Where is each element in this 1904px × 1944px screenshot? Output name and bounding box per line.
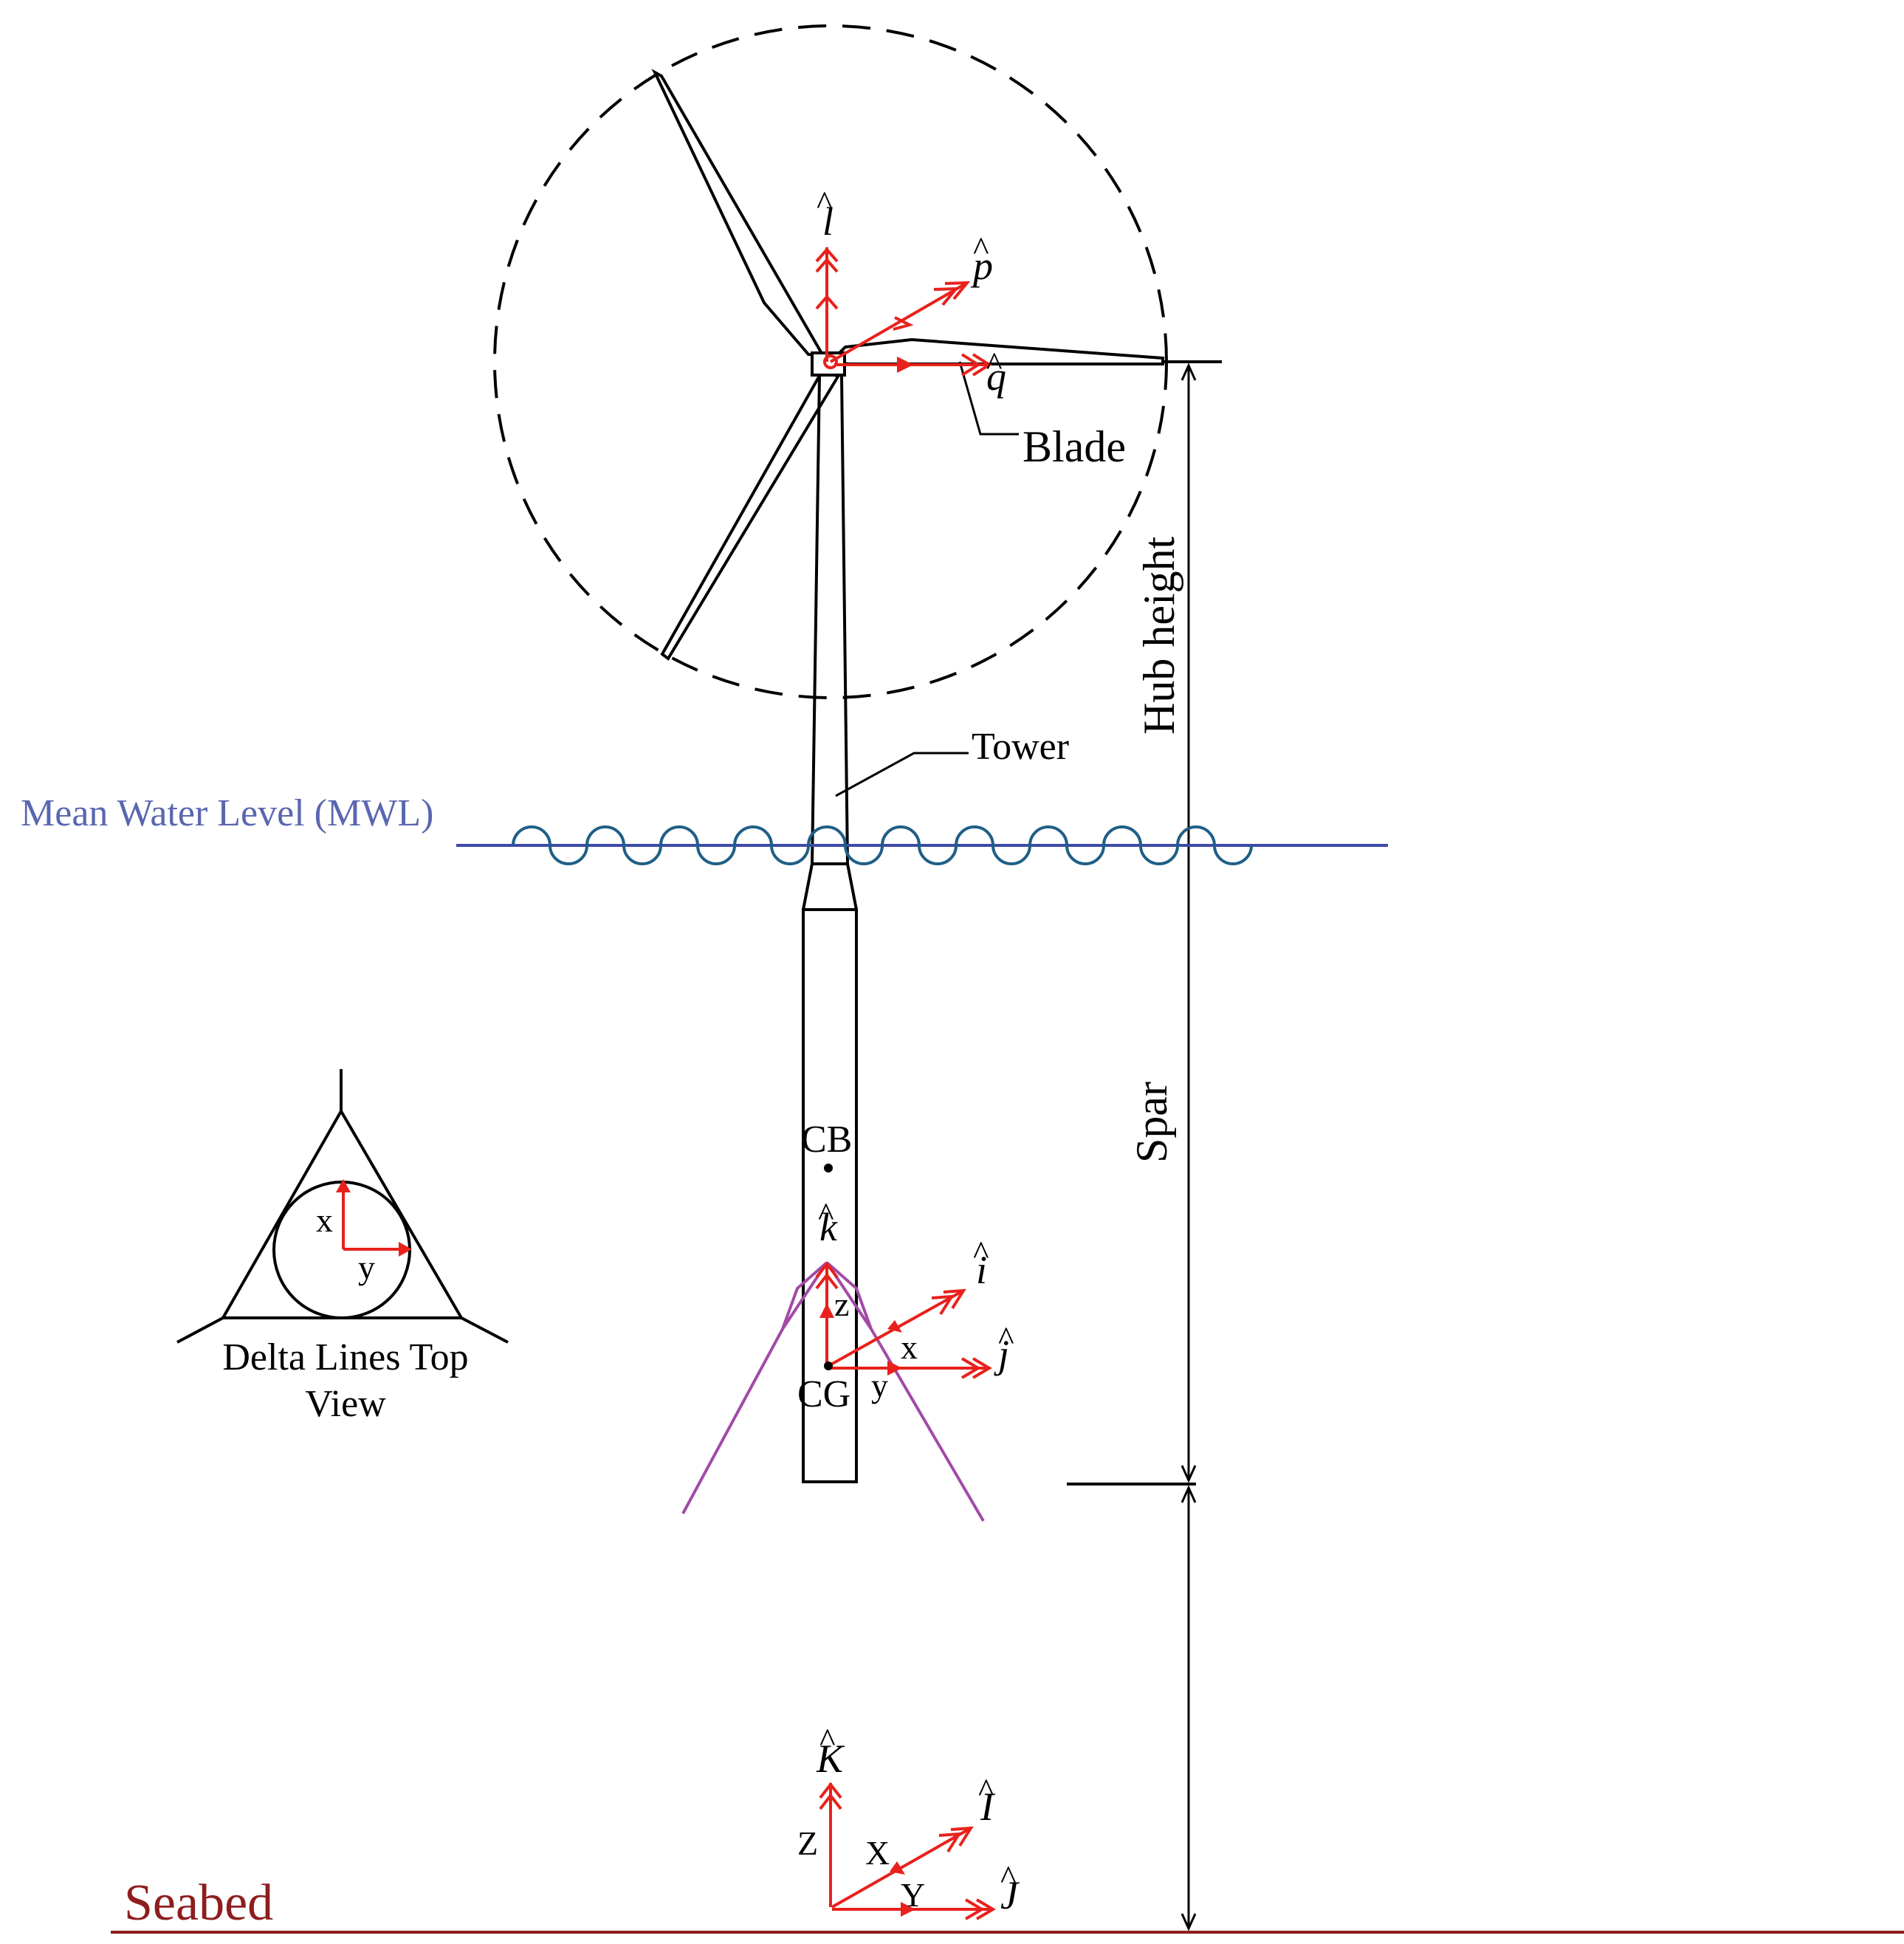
vector-I-label: I — [980, 1785, 996, 1829]
cb-label: CB — [801, 1119, 852, 1161]
hub-height-arrow-bottom — [1180, 1465, 1197, 1483]
hat-p: ^ — [973, 230, 989, 267]
hat-I: ^ — [978, 1771, 994, 1809]
tower-right — [840, 376, 849, 865]
cb-point — [824, 1164, 833, 1172]
blade-upper — [651, 69, 826, 358]
vector-i-label: i — [976, 1248, 987, 1292]
global-z-label: Z — [797, 1824, 818, 1862]
spar-arrow-top — [1180, 1485, 1197, 1503]
blade-leader — [958, 361, 1019, 436]
hub-height-arrow-top — [1180, 363, 1197, 381]
hub-frame — [815, 247, 992, 377]
hub-height-label: Hub height — [1135, 536, 1183, 735]
hat-i: ^ — [973, 1234, 989, 1271]
mooring-delta-right — [825, 1261, 873, 1330]
global-frame — [819, 1782, 996, 1920]
global-y-label: Y — [901, 1876, 925, 1914]
spar-taper-right — [846, 863, 858, 910]
cg-point — [824, 1361, 833, 1370]
global-x-label: X — [865, 1834, 890, 1872]
wave-line — [512, 825, 1253, 865]
blade-lower — [660, 367, 840, 661]
mooring-delta-left — [781, 1261, 828, 1330]
hat-j: ^ — [998, 1319, 1014, 1357]
vector-j-label: j — [994, 1332, 1009, 1376]
body-y-label: y — [871, 1367, 888, 1404]
spar-body — [802, 908, 858, 1483]
vector-l-label: l — [822, 199, 834, 244]
body-x-label: x — [901, 1328, 918, 1366]
spar-taper-left — [802, 863, 814, 910]
vector-K-label: K — [816, 1737, 845, 1781]
tower-left — [811, 376, 821, 865]
mwl-label: Mean Water Level (MWL) — [21, 792, 433, 834]
vector-J-label: J — [1000, 1873, 1020, 1917]
delta-caption-line2: View — [305, 1383, 386, 1425]
spar-label: Spar — [1127, 1082, 1176, 1163]
vector-k-label: k — [819, 1205, 838, 1249]
hat-l: ^ — [817, 184, 833, 221]
hat-K: ^ — [819, 1721, 836, 1759]
hat-k: ^ — [818, 1195, 834, 1233]
cg-label: CG — [797, 1373, 850, 1415]
blade-label: Blade — [1023, 422, 1126, 471]
hat-J: ^ — [1000, 1858, 1017, 1896]
delta-caption-line1: Delta Lines Top — [222, 1336, 468, 1378]
top-x-label: x — [316, 1201, 333, 1239]
vector-q-label: q — [986, 354, 1006, 399]
delta-top-view — [176, 1069, 509, 1344]
vector-p-label: p — [970, 244, 993, 288]
hat-q: ^ — [986, 345, 1003, 382]
seabed-label: Seabed — [124, 1875, 273, 1931]
body-z-label: z — [834, 1285, 849, 1323]
top-y-label: y — [358, 1249, 375, 1286]
spar-arrow-bottom — [1180, 1913, 1197, 1931]
body-frame — [815, 1261, 992, 1379]
tower-label: Tower — [972, 726, 1069, 768]
tower-leader — [835, 752, 969, 797]
